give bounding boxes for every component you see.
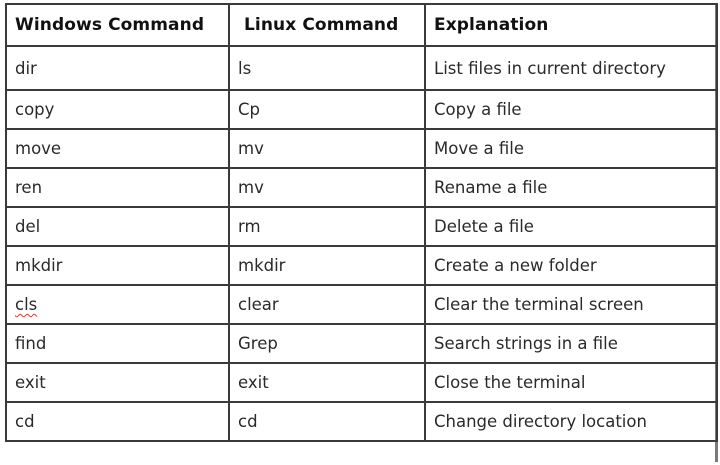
table-row: del rm Delete a file: [5, 206, 718, 247]
windows-command-cell: cls: [5, 284, 230, 325]
linux-command-cell: mkdir: [228, 245, 426, 286]
linux-command-cell: mv: [228, 128, 426, 169]
header-explanation: Explanation: [424, 3, 718, 47]
table-row: exit exit Close the terminal: [5, 362, 718, 403]
table-row: cd cd Change directory location: [5, 401, 718, 442]
table-header-row: Windows Command Linux Command Explanatio…: [5, 3, 718, 47]
windows-command-cell: exit: [5, 362, 230, 403]
explanation-cell: Move a file: [424, 128, 718, 169]
linux-command-cell: clear: [228, 284, 426, 325]
linux-command-cell: exit: [228, 362, 426, 403]
explanation-cell: Close the terminal: [424, 362, 718, 403]
explanation-cell: Search strings in a file: [424, 323, 718, 364]
windows-command-cell: ren: [5, 167, 230, 208]
command-comparison-table: Windows Command Linux Command Explanatio…: [5, 3, 718, 442]
linux-command-cell: cd: [228, 401, 426, 442]
linux-command-cell: Cp: [228, 89, 426, 130]
linux-command-cell: rm: [228, 206, 426, 247]
table-row: copy Cp Copy a file: [5, 89, 718, 130]
explanation-cell: List files in current directory: [424, 45, 718, 91]
table-row: cls clear Clear the terminal screen: [5, 284, 718, 325]
table-row: move mv Move a file: [5, 128, 718, 169]
table-row: mkdir mkdir Create a new folder: [5, 245, 718, 286]
windows-command-cell: dir: [5, 45, 230, 91]
table-row: find Grep Search strings in a file: [5, 323, 718, 364]
windows-command-cell: del: [5, 206, 230, 247]
header-linux-command: Linux Command: [228, 3, 426, 47]
explanation-cell: Clear the terminal screen: [424, 284, 718, 325]
explanation-cell: Create a new folder: [424, 245, 718, 286]
explanation-cell: Change directory location: [424, 401, 718, 442]
explanation-cell: Copy a file: [424, 89, 718, 130]
windows-command-cell: move: [5, 128, 230, 169]
windows-command-cell: cd: [5, 401, 230, 442]
windows-command-cell: copy: [5, 89, 230, 130]
linux-command-cell: mv: [228, 167, 426, 208]
table-row: ren mv Rename a file: [5, 167, 718, 208]
header-windows-command: Windows Command: [5, 3, 230, 47]
spellcheck-underlined-text: cls: [15, 295, 38, 314]
command-comparison-table-container: Windows Command Linux Command Explanatio…: [5, 3, 718, 442]
explanation-cell: Delete a file: [424, 206, 718, 247]
windows-command-cell: find: [5, 323, 230, 364]
linux-command-cell: ls: [228, 45, 426, 91]
table-row: dir ls List files in current directory: [5, 45, 718, 91]
linux-command-cell: Grep: [228, 323, 426, 364]
explanation-cell: Rename a file: [424, 167, 718, 208]
windows-command-cell: mkdir: [5, 245, 230, 286]
